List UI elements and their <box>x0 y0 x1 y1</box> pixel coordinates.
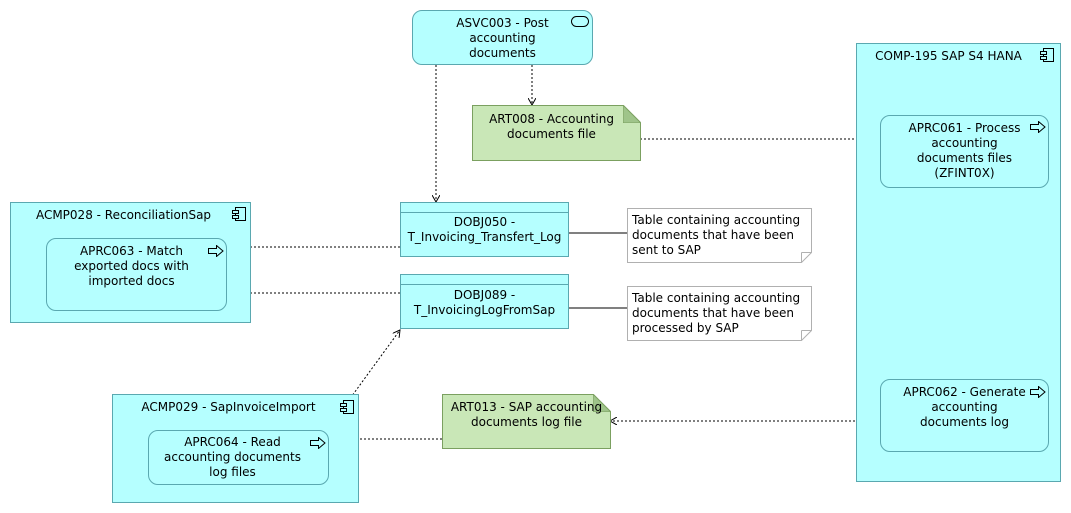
process-arrow-icon <box>310 437 326 449</box>
node-dobj089[interactable]: DOBJ089 - T_InvoicingLogFromSap <box>400 274 569 329</box>
data-object-header <box>401 275 568 285</box>
node-comp195-label: COMP-195 SAP S4 HANA <box>875 49 1022 63</box>
node-acmp029-label: ACMP029 - SapInvoiceImport <box>141 400 316 414</box>
node-aprc064-label: APRC064 - Read accounting documents log … <box>164 435 301 479</box>
node-aprc063[interactable]: APRC063 - Match exported docs with impor… <box>46 238 227 311</box>
node-aprc061-label: APRC061 - Process accounting documents f… <box>908 121 1021 180</box>
process-arrow-icon <box>1030 386 1046 398</box>
note1-shape <box>627 208 812 263</box>
node-dobj050[interactable]: DOBJ050 - T_Invoicing_Transfert_Log <box>400 202 569 257</box>
node-aprc061[interactable]: APRC061 - Process accounting documents f… <box>880 115 1049 188</box>
component-icon <box>232 207 246 221</box>
service-icon <box>571 16 589 27</box>
note2-shape <box>627 286 812 341</box>
node-art008[interactable]: ART008 - Accounting documents file <box>472 105 641 161</box>
node-aprc062[interactable]: APRC062 - Generate accounting documents … <box>880 379 1049 452</box>
node-note2-label: Table containing accounting documents th… <box>632 291 801 335</box>
process-arrow-icon <box>208 245 224 257</box>
node-aprc062-label: APRC062 - Generate accounting documents … <box>903 385 1026 429</box>
node-art013[interactable]: ART013 - SAP accounting documents log fi… <box>442 394 611 449</box>
component-icon <box>1040 48 1054 62</box>
node-aprc064[interactable]: APRC064 - Read accounting documents log … <box>148 430 329 485</box>
process-arrow-icon <box>1030 121 1046 133</box>
node-aprc063-label: APRC063 - Match exported docs with impor… <box>74 244 189 288</box>
artifact-fold-icon <box>593 394 611 412</box>
node-acmp028-label: ACMP028 - ReconciliationSap <box>35 208 212 222</box>
node-note1-label: Table containing accounting documents th… <box>632 213 801 257</box>
node-asvc003-label: ASVC003 - Post accounting documents <box>456 16 549 60</box>
data-object-header <box>401 203 568 213</box>
component-icon <box>340 400 354 414</box>
node-dobj089-label: DOBJ089 - T_InvoicingLogFromSap <box>413 288 556 317</box>
node-art008-label: ART008 - Accounting documents file <box>489 112 614 141</box>
node-asvc003[interactable]: ASVC003 - Post accounting documents <box>412 10 593 65</box>
artifact-fold-icon <box>623 105 641 123</box>
node-dobj050-label: DOBJ050 - T_Invoicing_Transfert_Log <box>407 215 562 244</box>
node-art013-label: ART013 - SAP accounting documents log fi… <box>450 400 603 429</box>
